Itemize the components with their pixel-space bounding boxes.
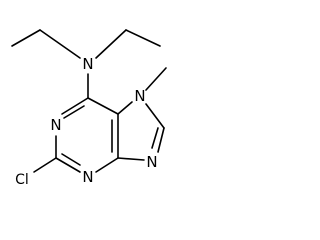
atom-label-amine-n: N bbox=[82, 55, 93, 73]
bond-c2-n3-inner bbox=[61, 153, 81, 166]
bond-n7-methyl bbox=[145, 67, 167, 91]
bond-ethyl-right-2 bbox=[125, 29, 161, 47]
bond-c2-n3-outer bbox=[55, 157, 81, 173]
bond-c6-n1-inner bbox=[63, 105, 85, 119]
bond-n3-c4 bbox=[95, 157, 119, 173]
bond-n7-c8 bbox=[145, 103, 165, 129]
imidazole-ring bbox=[117, 101, 165, 161]
molecule-structure: N N N N N Cl bbox=[11, 29, 167, 188]
ethyl-bonds bbox=[11, 29, 161, 59]
bond-c5-n7 bbox=[117, 101, 133, 115]
bond-n9-c4 bbox=[117, 157, 145, 161]
bond-ethyl-right-1 bbox=[95, 29, 127, 59]
bond-c5-c6 bbox=[87, 97, 119, 115]
bond-c6-n1-outer bbox=[61, 97, 89, 115]
bond-c8-n9-outer bbox=[157, 127, 165, 153]
atom-label-n3: N bbox=[82, 168, 93, 186]
atom-label-chlorine: Cl bbox=[15, 172, 29, 188]
bond-ethyl-left-1 bbox=[11, 29, 41, 47]
atom-label-n1: N bbox=[50, 116, 61, 134]
atom-label-n9: N bbox=[146, 153, 157, 171]
bond-ethyl-left-2 bbox=[39, 29, 81, 59]
atom-label-n7: N bbox=[134, 87, 145, 105]
pyrimidine-ring bbox=[55, 97, 119, 173]
bond-c2-cl bbox=[33, 157, 57, 173]
bond-c8-n9-inner bbox=[151, 127, 159, 149]
